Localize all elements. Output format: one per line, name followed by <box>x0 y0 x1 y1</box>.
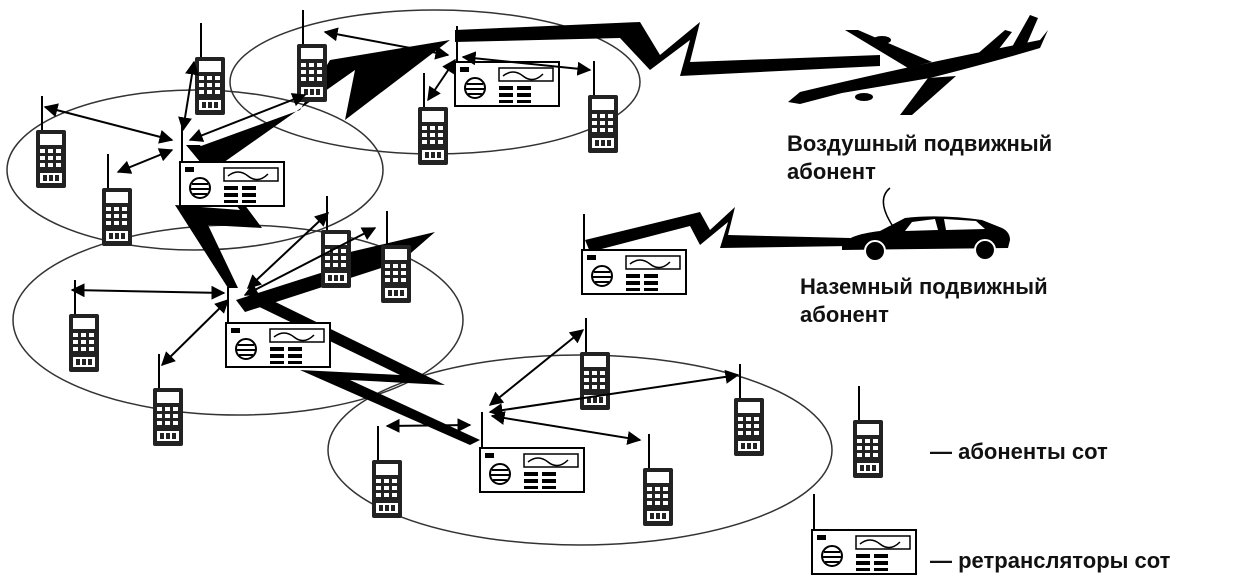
phone-12 <box>733 363 765 457</box>
arrow-8 <box>70 283 226 300</box>
link-to-aircraft <box>455 22 880 76</box>
arrow-3 <box>116 148 174 174</box>
link-to-car <box>585 207 850 252</box>
ground-label-line1: Наземный подвижный <box>800 274 1048 299</box>
cell-boundaries <box>6 9 833 546</box>
arrow-6 <box>461 51 592 76</box>
aircraft <box>788 15 1048 115</box>
arrow-2 <box>43 103 174 144</box>
arrow-4 <box>188 93 307 142</box>
phone-1 <box>194 22 226 116</box>
arrow-1 <box>178 60 199 132</box>
legend-subscribers: — абоненты сот <box>930 439 1108 464</box>
phone-8 <box>380 210 412 304</box>
phone-3 <box>35 95 67 189</box>
air-label-line1: Воздушный подвижный <box>787 131 1053 156</box>
phone-5 <box>417 72 449 166</box>
two-way-arrows <box>43 27 740 445</box>
phone-10 <box>152 353 184 447</box>
air-subscriber-label: Воздушный подвижный абонент <box>787 130 1052 186</box>
arrow-11 <box>161 299 229 366</box>
arrow-12 <box>385 418 472 433</box>
arrow-15 <box>490 411 642 445</box>
repeater-legend <box>811 493 917 575</box>
arrow-10 <box>243 227 377 296</box>
link-middle-to-bottom <box>245 292 480 445</box>
phone-14 <box>642 433 674 527</box>
repeater-bottom <box>479 411 585 493</box>
phone-13 <box>371 425 403 519</box>
phone-6 <box>587 60 619 154</box>
arrow-14 <box>488 369 740 418</box>
phone-9 <box>68 279 100 373</box>
phone-legend <box>852 385 884 479</box>
car <box>842 187 1010 262</box>
ground-subscriber-label: Наземный подвижный абонент <box>800 273 1048 329</box>
arrow-13 <box>488 329 585 406</box>
link-left-to-middle <box>175 145 262 288</box>
ground-label-line2: абонент <box>800 302 889 327</box>
arrow-5 <box>323 27 450 60</box>
arrow-7 <box>427 58 456 102</box>
air-label-line2: абонент <box>787 159 876 184</box>
legend-repeaters: — ретрансляторы сот <box>930 548 1171 573</box>
